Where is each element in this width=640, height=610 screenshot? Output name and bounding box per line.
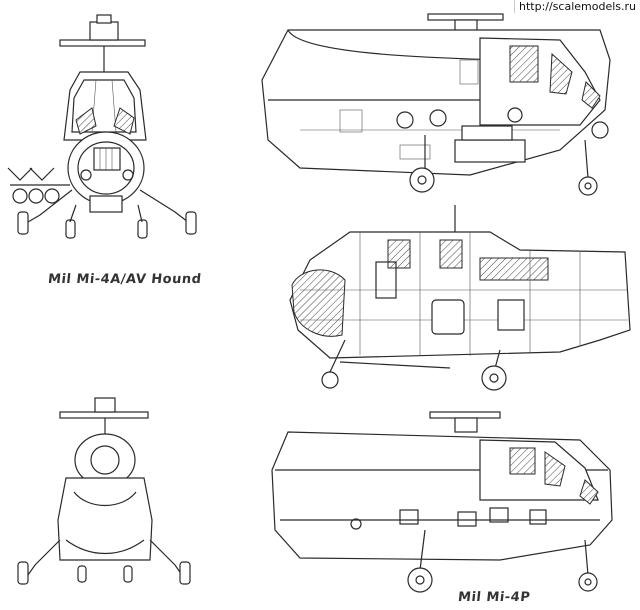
side-view-mi4p — [271, 411, 613, 593]
caption-mi4p: Mil Mi-4P — [457, 590, 532, 605]
front-view-mi4a — [7, 14, 197, 239]
watermark-url: http://scalemodels.ru — [513, 0, 640, 13]
side-view-mi4a — [261, 13, 611, 196]
front-view-mi4p — [17, 397, 191, 585]
cutaway-side-view — [289, 205, 631, 391]
caption-mi4a: Mil Mi-4A/AV Hound — [47, 272, 203, 287]
